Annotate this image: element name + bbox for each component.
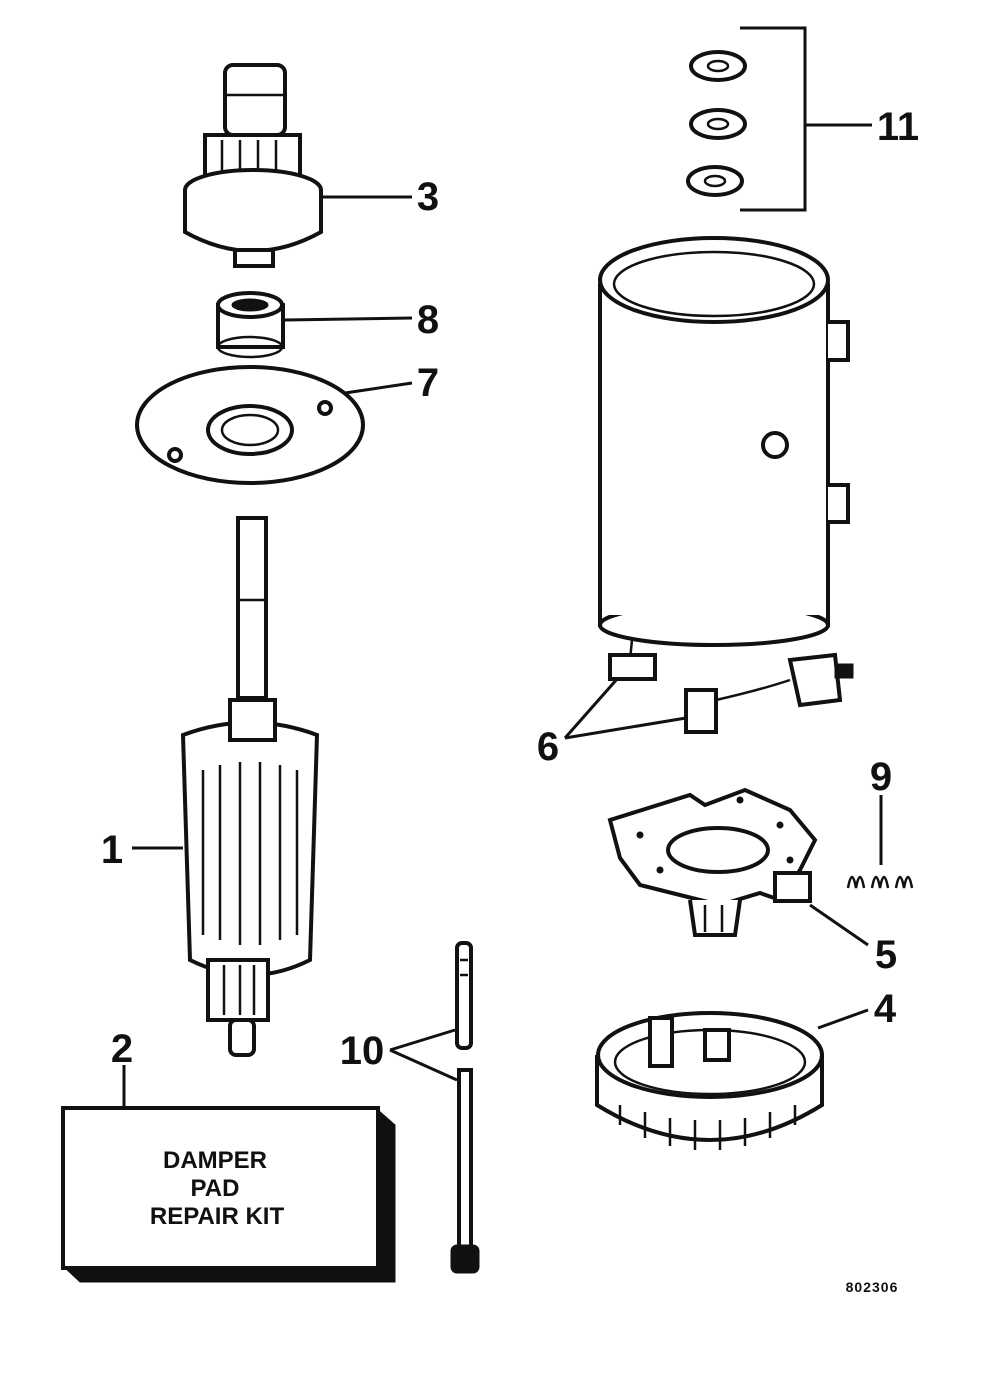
part-1-armature (180, 516, 320, 1057)
callout-11-bracket (740, 26, 807, 212)
kit-label-line-1: DAMPER (163, 1147, 267, 1174)
part-6-brush-leads (608, 639, 854, 734)
callout-4: 4 (874, 987, 897, 1031)
callout-9: 9 (870, 755, 892, 799)
callout-11: 11 (877, 105, 919, 149)
part-7-plate (135, 365, 365, 485)
callout-5: 5 (875, 933, 897, 977)
part-8-bushing (216, 291, 285, 359)
callout-7: 7 (417, 361, 439, 405)
part-10-through-bolts (450, 941, 480, 1274)
part-2-repair-kit-box (61, 1106, 396, 1283)
callout-2: 2 (111, 1027, 133, 1071)
callout-3: 3 (417, 175, 439, 219)
figure-number: 802306 (846, 1279, 899, 1295)
callout-6: 6 (537, 725, 559, 769)
part-4-end-cap (595, 1011, 824, 1150)
part-11-washers (686, 50, 747, 197)
callout-8: 8 (417, 298, 439, 342)
callout-10: 10 (340, 1029, 385, 1073)
frame-housing (598, 236, 850, 647)
kit-label-line-3: REPAIR KIT (150, 1203, 285, 1230)
part-3-drive-pinion (183, 63, 323, 268)
leader-lines (122, 123, 883, 1108)
brush-plate-assembly (607, 787, 818, 937)
part-9-springs (846, 875, 914, 889)
callout-1: 1 (101, 828, 123, 872)
kit-label-line-2: PAD (191, 1175, 240, 1202)
